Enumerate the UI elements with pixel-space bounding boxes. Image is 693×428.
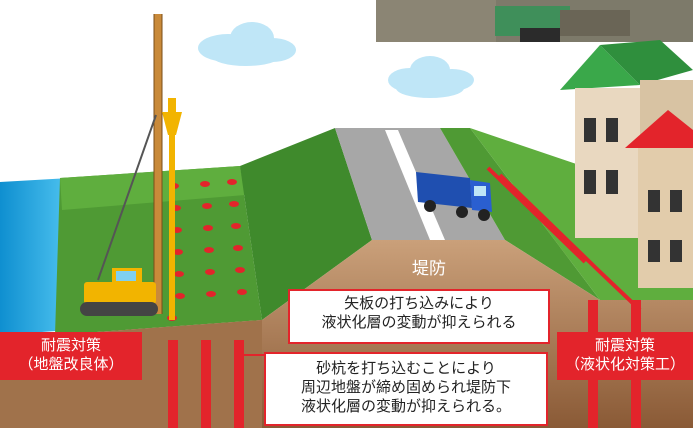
cloud-left (198, 22, 296, 66)
right-measure-title: 耐震対策 (594, 336, 655, 354)
pile-driver-rig (80, 14, 182, 320)
levee-label: 堤防 (412, 259, 446, 279)
sheet-pile-callout-line1: 矢板の打ち込みにより (344, 294, 494, 312)
building-front (625, 110, 693, 288)
left-measure-sub: （地盤改良体） (18, 355, 124, 373)
ground-improvement-columns (168, 340, 244, 428)
levee-right-slope (440, 128, 600, 300)
road-center-line (385, 130, 445, 240)
sheet-pile-callout: 矢板の打ち込みにより 液状化層の変動が抑えられる (288, 289, 550, 344)
sheet-pile-line (486, 166, 587, 264)
right-measure-sub: （液状化対策工） (564, 355, 685, 373)
sand-pile-callout: 砂杭を打ち込むことにより 周辺地盤が締め固められ堤防下 液状化層の変動が抑えられ… (264, 352, 548, 426)
dump-truck (416, 172, 492, 221)
sheet-pile-callout-line2: 液状化層の変動が抑えられる (321, 313, 517, 331)
cloud-right (388, 56, 474, 98)
photo-inset (376, 0, 693, 42)
river-water (0, 178, 70, 335)
levee-left-slope (240, 128, 372, 320)
sand-pile-callout-line1: 砂杭を打ち込むことにより (316, 359, 496, 377)
left-measure-label: 耐震対策 （地盤改良体） (0, 332, 142, 380)
sand-pile-markers (167, 179, 247, 321)
sand-pile-callout-line2: 周辺地盤が締め固められ堤防下 (300, 378, 511, 396)
right-measure-label: 耐震対策 （液状化対策工） (557, 332, 693, 380)
left-measure-title: 耐震対策 (40, 336, 101, 354)
sand-pile-callout-line3: 液状化層の変動が抑えられる。 (300, 397, 511, 415)
